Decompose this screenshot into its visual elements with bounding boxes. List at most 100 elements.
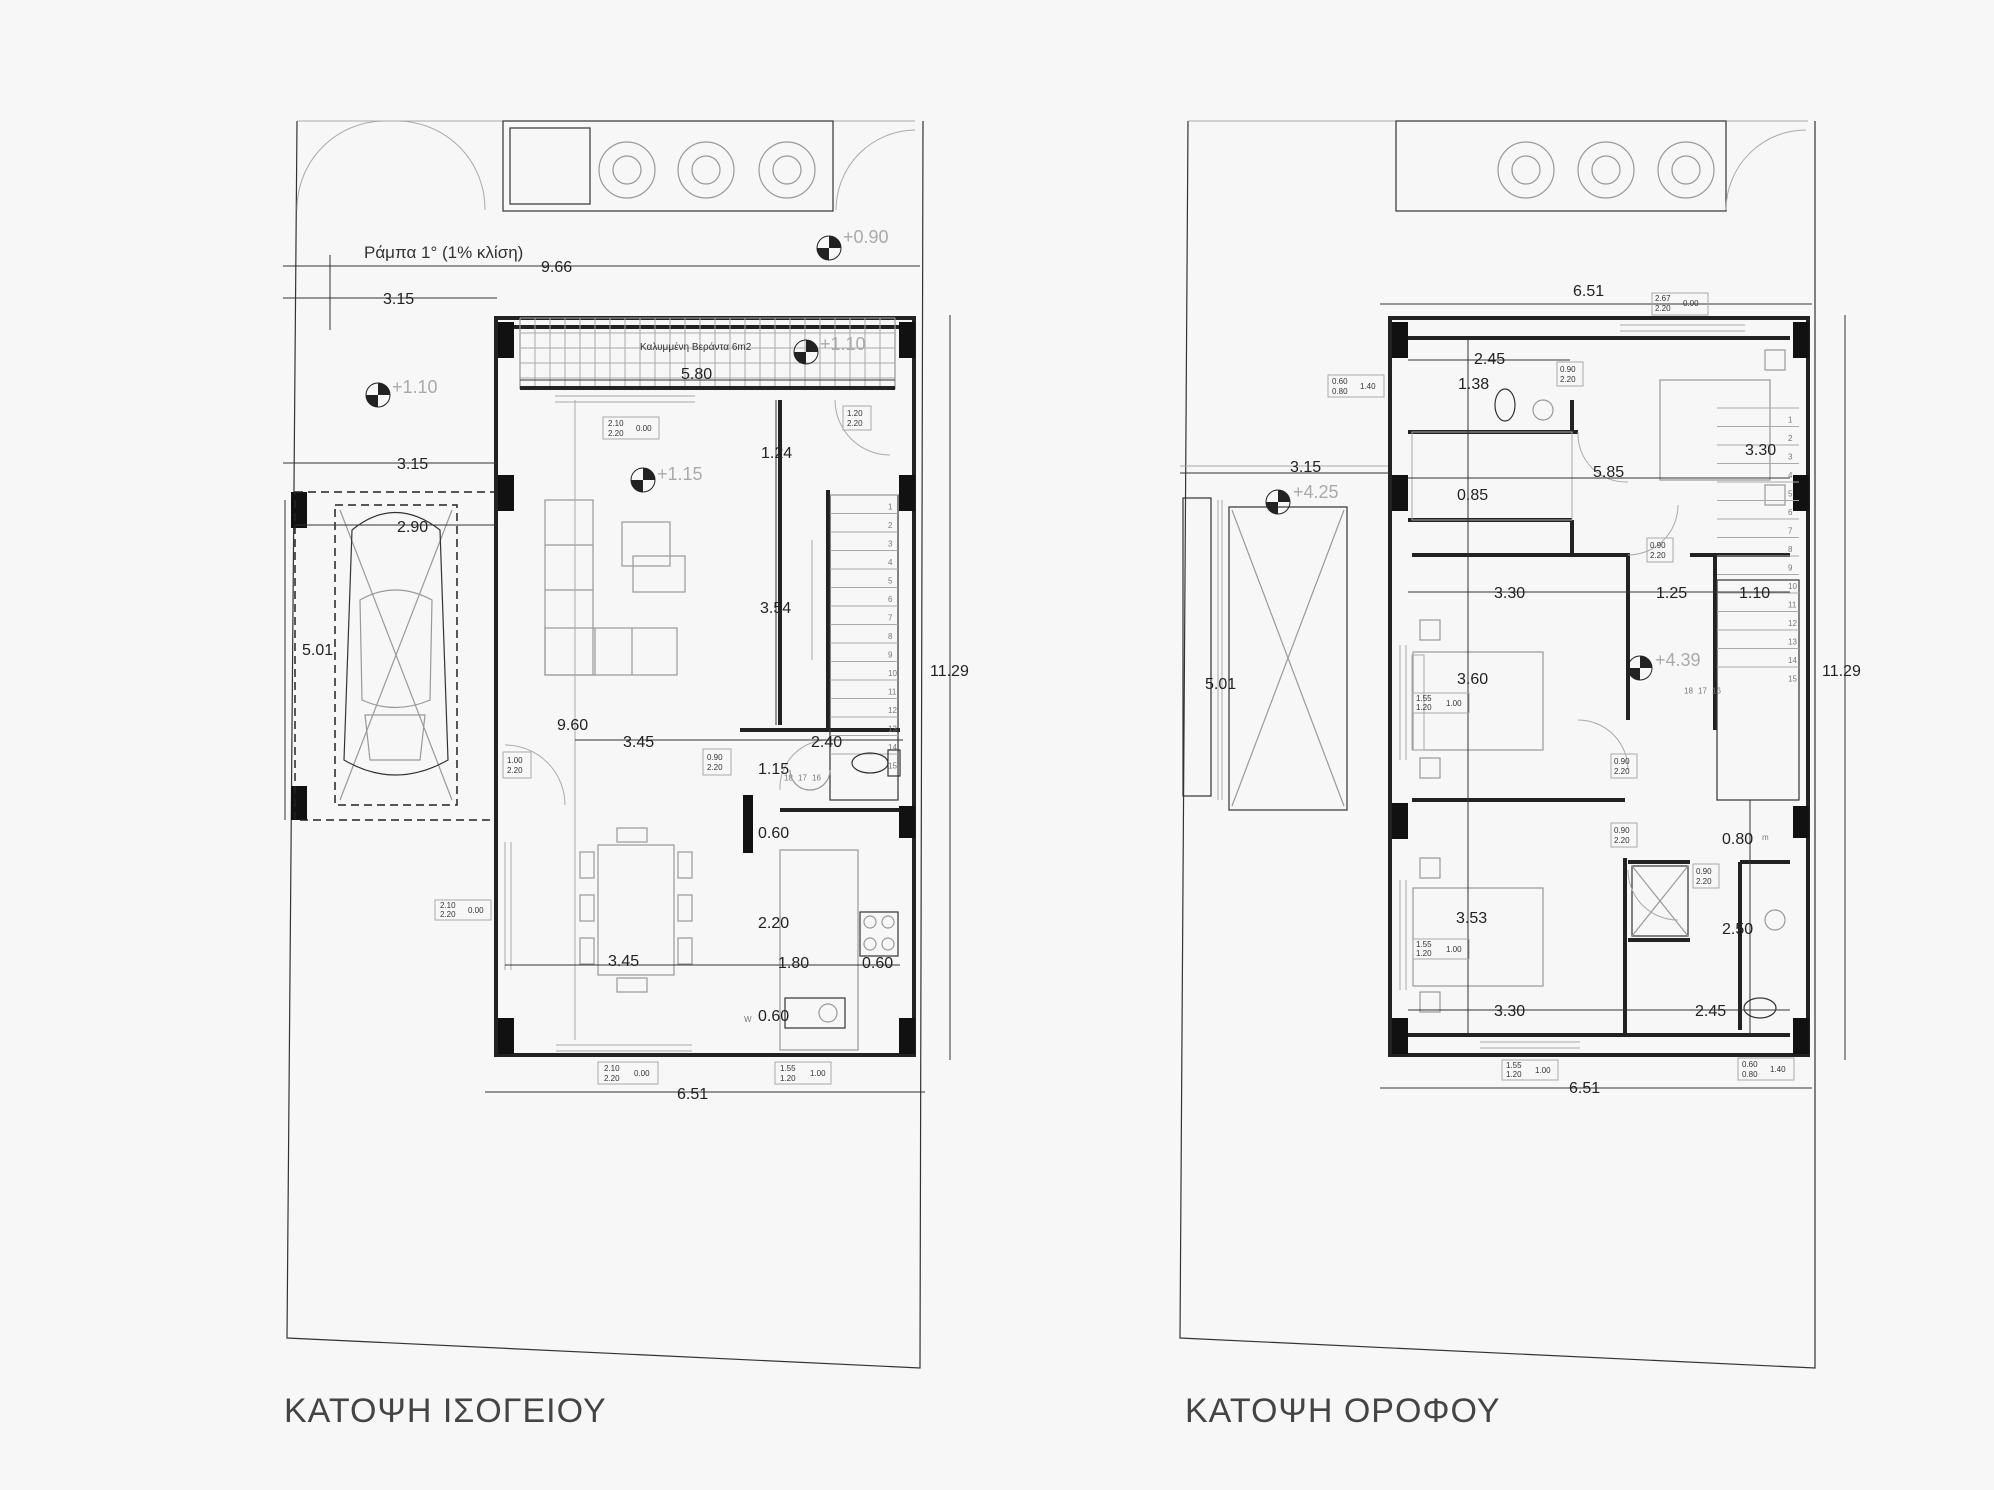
opening-tag: 2.20 xyxy=(1614,836,1630,845)
plot-boundary xyxy=(1179,120,1816,1369)
level-label: +4.39 xyxy=(1655,650,1701,670)
opening-tag: 2.20 xyxy=(707,763,723,772)
level-label: +1.10 xyxy=(392,377,438,397)
dimension-label: 1.15 xyxy=(758,761,789,778)
dimension-label: 0.80 xyxy=(1722,831,1753,848)
stair-step-number: 15 xyxy=(888,762,897,771)
opening-tag: 2.20 xyxy=(847,419,863,428)
dimension-label: 3.15 xyxy=(383,291,414,308)
sofa xyxy=(544,499,678,676)
opening-tag: 2.20 xyxy=(440,910,456,919)
dimension-label: 3.54 xyxy=(760,600,791,617)
stair-step-number: 11 xyxy=(1788,601,1797,610)
opening-tag: 0.00 xyxy=(468,906,484,915)
stair-step-number: 14 xyxy=(1788,656,1797,665)
opening-tag: 2.20 xyxy=(507,766,523,775)
dimension-label: 1.24 xyxy=(761,445,792,462)
dimension-label: 2.50 xyxy=(1722,921,1753,938)
opening-tag: 1.20 xyxy=(847,409,863,418)
opening-tag: 1.55 xyxy=(1416,694,1432,703)
house-walls xyxy=(1388,316,1810,1057)
opening-tag: 0.90 xyxy=(707,753,723,762)
dimension-label: 0.60 xyxy=(758,1008,789,1025)
dining-table xyxy=(579,827,693,993)
dimension-label: 9.66 xyxy=(541,259,572,276)
opening-tag: 1.00 xyxy=(507,756,523,765)
stair-step-number: 2 xyxy=(1788,434,1793,443)
veranda-note: Καλυμμένη Βεράντα 6m2 xyxy=(640,341,752,353)
car-icon xyxy=(343,512,449,776)
stair-step-number: 16 xyxy=(812,774,821,783)
stair-step-number: 15 xyxy=(1788,675,1797,684)
dimension-label: 2.45 xyxy=(1695,1003,1726,1020)
opening-tag: 0.00 xyxy=(636,424,652,433)
stair-step-number: 2 xyxy=(888,521,893,530)
stair-step-number: 10 xyxy=(1788,582,1797,591)
dimension-label: 2.40 xyxy=(811,734,842,751)
toilet-icon xyxy=(1494,388,1516,422)
dimension-label: 0.60 xyxy=(758,825,789,842)
opening-tag: 2.67 xyxy=(1655,294,1671,303)
dimension-label: 5.80 xyxy=(681,366,712,383)
dimension-label: 2.20 xyxy=(758,915,789,932)
dimension-label: 3.45 xyxy=(608,953,639,970)
opening-tag: 1.00 xyxy=(1446,945,1462,954)
opening-tag: 0.80 xyxy=(1332,387,1348,396)
dimension-label: 0.85 xyxy=(1457,487,1488,504)
opening-tag: 1.20 xyxy=(1416,703,1432,712)
dimension-label: 3.15 xyxy=(1290,459,1321,476)
toilet-icon xyxy=(851,749,901,777)
opening-tag: 2.20 xyxy=(1655,304,1671,313)
washbasin-icon xyxy=(1532,399,1554,421)
dimension-label: 6.51 xyxy=(677,1086,708,1103)
opening-tag: 0.00 xyxy=(634,1069,650,1078)
dimension-label: 11.29 xyxy=(930,663,969,680)
bed xyxy=(1412,619,1544,779)
stair-step-number: 4 xyxy=(1788,471,1793,480)
washbasin-icon xyxy=(789,769,831,791)
opening-tag: 1.00 xyxy=(1446,699,1462,708)
dimension-lines-ground xyxy=(283,255,951,1093)
dimension-label: 3.60 xyxy=(1457,671,1488,688)
bed xyxy=(1659,349,1786,506)
level-label: +1.15 xyxy=(657,464,703,484)
dimension-label: 6.51 xyxy=(1569,1080,1600,1097)
washer-label: W xyxy=(744,1015,752,1024)
dimension-label: 1.38 xyxy=(1458,376,1489,393)
opening-tags-upper xyxy=(1327,292,1795,1081)
dimension-lines-upper xyxy=(1180,303,1846,1089)
opening-tags-ground xyxy=(434,405,872,1085)
opening-tag: 2.10 xyxy=(608,419,624,428)
level-markers-ground xyxy=(365,235,842,493)
opening-tag: 1.55 xyxy=(1506,1061,1522,1070)
level-label: +1.10 xyxy=(820,334,866,354)
stair-step-number: 6 xyxy=(1788,508,1793,517)
bed xyxy=(1412,857,1544,1013)
dimension-label: 3.53 xyxy=(1456,910,1487,927)
stair-step-number: 5 xyxy=(888,577,893,586)
dimension-label: 11.29 xyxy=(1822,663,1861,680)
opening-tag: 0.60 xyxy=(1332,377,1348,386)
opening-tag: 1.00 xyxy=(810,1069,826,1078)
opening-tag: 0.90 xyxy=(1560,365,1576,374)
opening-tag: 2.20 xyxy=(1614,767,1630,776)
stair-step-number: 12 xyxy=(1788,619,1797,628)
stair-step-number: 5 xyxy=(1788,490,1793,499)
dimension-label: 0.60 xyxy=(862,955,893,972)
opening-tag: 0.90 xyxy=(1696,867,1712,876)
opening-tag: 0.80 xyxy=(1742,1070,1758,1079)
stair-step-number: 13 xyxy=(888,725,897,734)
stair-step-number: 4 xyxy=(888,558,893,567)
m-label: m xyxy=(1762,833,1769,842)
opening-tag: 2.20 xyxy=(604,1074,620,1083)
shower-icon xyxy=(1631,865,1689,937)
dimension-label: 3.30 xyxy=(1494,585,1525,602)
opening-tag: 0.90 xyxy=(1650,541,1666,550)
opening-tag: 0.60 xyxy=(1742,1060,1758,1069)
coffee-table xyxy=(621,521,671,567)
opening-tag: 1.40 xyxy=(1770,1065,1786,1074)
stair-step-number: 9 xyxy=(888,651,893,660)
planter-shrubs xyxy=(1497,141,1715,199)
